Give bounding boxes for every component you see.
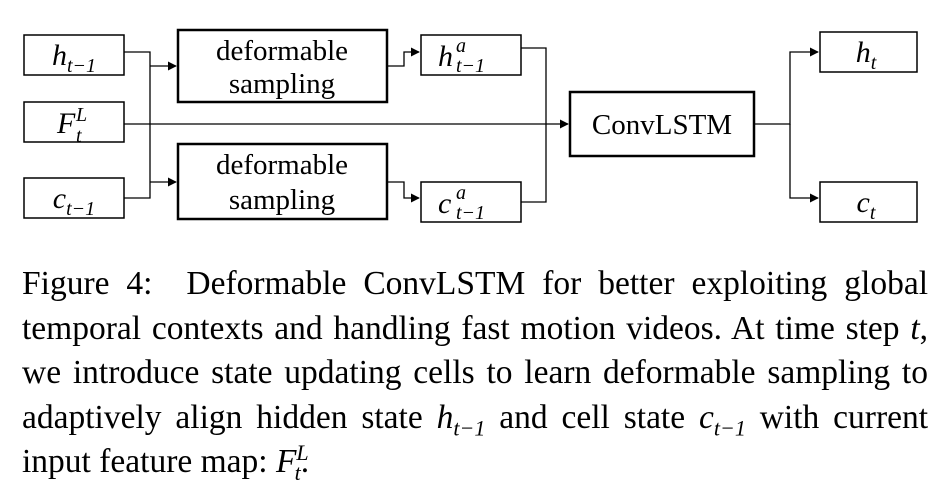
- h-aligned-label: h: [438, 40, 453, 73]
- caption-h: h: [436, 398, 454, 436]
- c-aligned-sub: t−1: [456, 202, 485, 224]
- caption-t: t: [910, 309, 920, 347]
- h-out-label: ht: [856, 36, 877, 74]
- c-out-box: ct: [819, 181, 918, 224]
- h-prev-label: ht−1: [52, 39, 96, 77]
- c-aligned-box: c a t−1: [420, 181, 522, 224]
- sampling-bottom-line1: deformable: [216, 149, 348, 181]
- caption-end: .: [300, 443, 310, 480]
- connectors: [124, 47, 819, 203]
- c-prev-connector: [124, 182, 151, 199]
- convlstm-to-h-out-arrow: [754, 47, 819, 125]
- caption-s2-c-post: with current input feature map:: [22, 398, 929, 481]
- deformable-convlstm-diagram: ht−1 F L t ct−1 deformable sampling defo…: [23, 28, 918, 224]
- h-prev-box: ht−1: [23, 34, 125, 77]
- aligned-to-convlstm-connector: [521, 47, 547, 203]
- caption-s2-c-pre: and cell state: [499, 398, 686, 436]
- h-prev-connector: [124, 51, 151, 182]
- h-aligned-sub: t−1: [456, 55, 485, 77]
- sampling-top-line2: sampling: [229, 68, 335, 100]
- caption-F: F: [275, 443, 297, 480]
- caption-s2-b: , we introduce state updating cells to l…: [22, 309, 929, 436]
- sampling-bottom-line2: sampling: [229, 184, 335, 216]
- sampling-top-line1: deformable: [216, 35, 348, 67]
- c-aligned-sup: a: [456, 182, 466, 204]
- caption-sentence-1: Deformable ConvLSTM for better exploitin…: [22, 265, 928, 347]
- c-prev-box: ct−1: [23, 177, 125, 220]
- caption-c-sub: t−1: [713, 415, 746, 441]
- caption-paragraph: Figure 4: Deformable ConvLSTM for better…: [22, 262, 928, 485]
- caption-c: c: [699, 398, 714, 436]
- c-out-label: ct: [857, 186, 876, 224]
- caption-F-sub: t: [294, 459, 301, 485]
- convlstm-label: ConvLSTM: [592, 109, 732, 141]
- h-aligned-sup: a: [456, 35, 466, 57]
- sampling-bottom-to-c-aligned-arrow: [387, 181, 420, 203]
- h-out-box: ht: [819, 31, 918, 74]
- c-prev-label: ct−1: [53, 182, 95, 220]
- sampling-bottom-box: deformable sampling: [176, 142, 389, 221]
- figure-caption: Figure 4: Deformable ConvLSTM for better…: [22, 262, 928, 485]
- c-aligned-label: c: [438, 187, 451, 220]
- sampling-top-box: deformable sampling: [176, 28, 389, 104]
- feature-box: F L t: [23, 101, 125, 147]
- convlstm-to-c-out-arrow: [789, 124, 819, 203]
- sampling-top-to-h-aligned-arrow: [387, 47, 420, 67]
- caption-s2-a: At time step: [731, 309, 900, 347]
- convlstm-box: ConvLSTM: [568, 90, 756, 158]
- feature-label: F: [56, 107, 76, 140]
- caption-h-sub: t−1: [453, 415, 486, 441]
- feature-sup: L: [75, 104, 87, 126]
- h-aligned-box: h a t−1: [420, 34, 522, 77]
- feature-sub: t: [76, 125, 82, 147]
- caption-F-sup: L: [296, 439, 309, 465]
- caption-prefix: Figure 4:: [22, 265, 153, 302]
